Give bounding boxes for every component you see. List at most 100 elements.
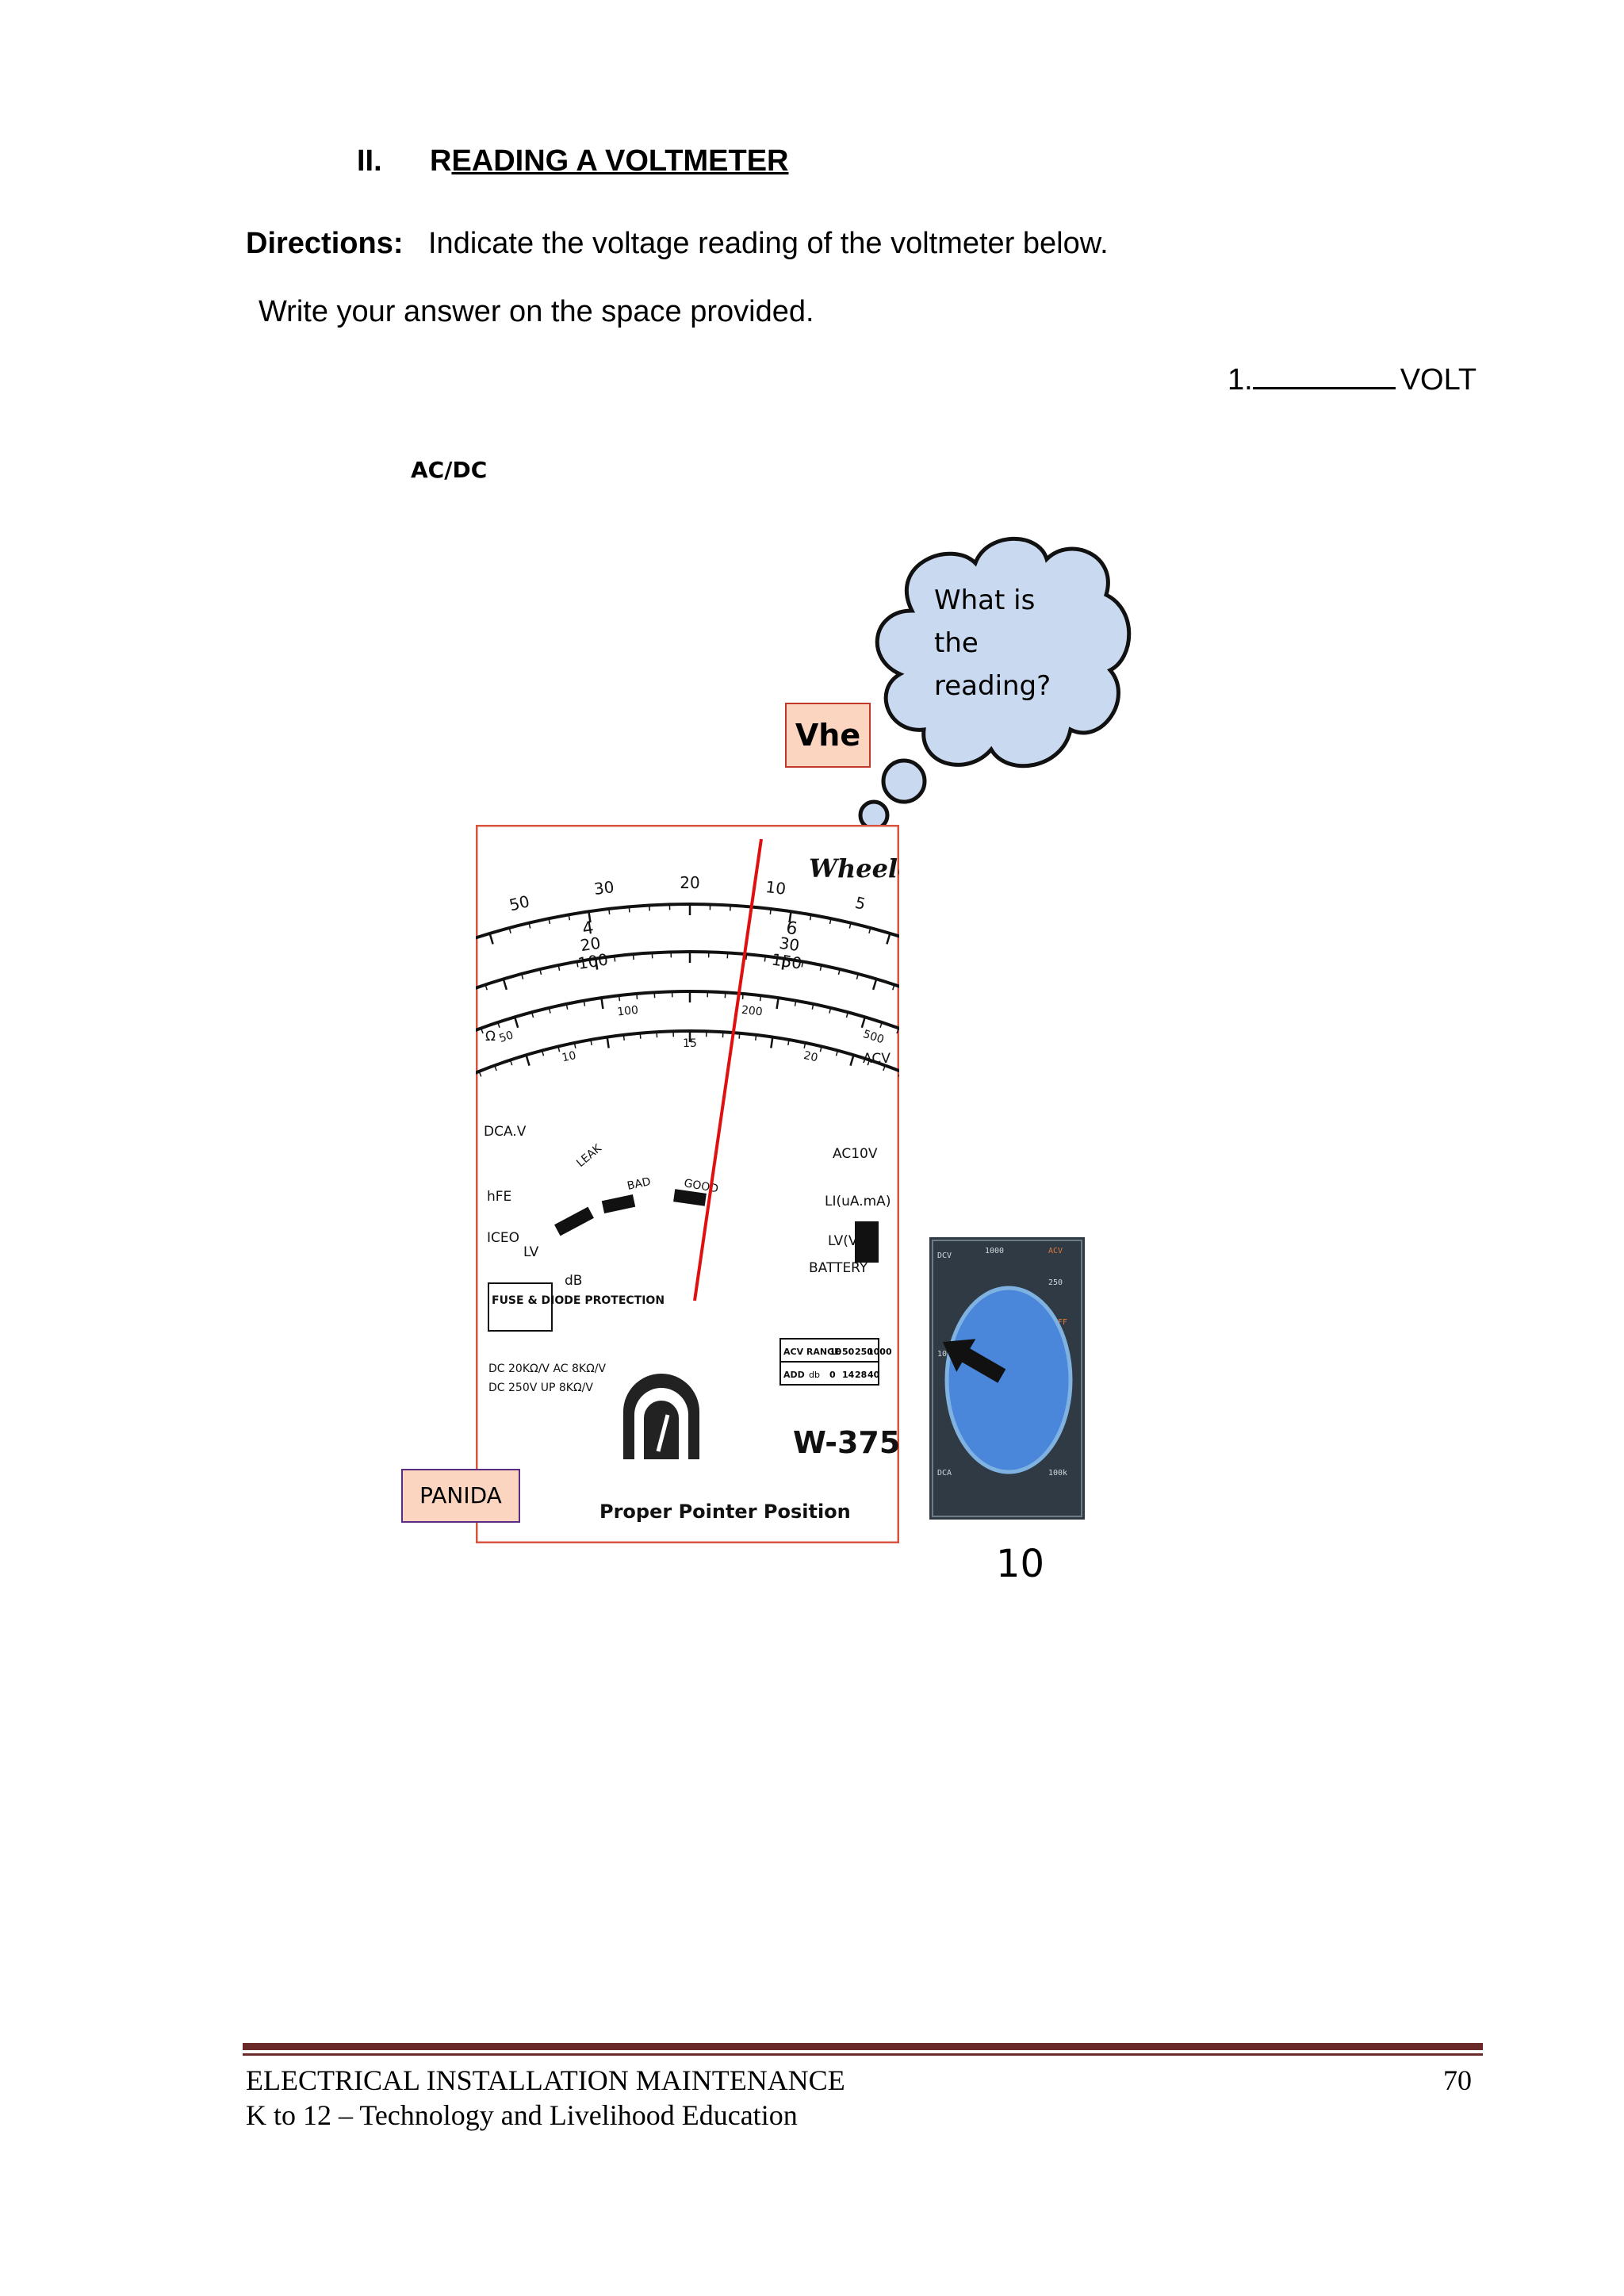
ohm-scale-label: 20 <box>680 873 699 892</box>
add-value: 40 <box>868 1370 880 1380</box>
scale-tick <box>525 1054 530 1067</box>
answer-unit: VOLT <box>1400 363 1477 397</box>
directions-line-2: Write your answer on the space provided. <box>259 295 814 328</box>
scale-tick <box>636 993 638 999</box>
meter-brand: Wheeler <box>809 853 899 884</box>
scale-tick <box>898 1073 899 1077</box>
ac10v-scale-label: 500 <box>861 1028 885 1046</box>
scale-tick <box>741 993 744 999</box>
scale-tick <box>528 922 531 929</box>
scale-tick <box>819 1046 822 1052</box>
scale-tick <box>764 956 766 962</box>
svg-text:1000: 1000 <box>985 1247 1004 1255</box>
page-number: 70 <box>1443 2064 1472 2096</box>
ohm-scale-label: 5 <box>853 893 868 914</box>
db-scale-label: 10 <box>561 1049 577 1064</box>
ac10v-scale-label: 50 <box>498 1029 515 1045</box>
scale-tick <box>856 973 859 979</box>
scale-tick <box>745 954 748 960</box>
scale-tick <box>837 968 841 976</box>
meter-left-label: Ω <box>485 1029 496 1045</box>
scale-tick <box>829 1007 832 1014</box>
section-number: II. <box>357 144 382 178</box>
acv-range-header: ACV RANGE <box>783 1347 841 1357</box>
footer-rule-thin <box>243 2053 1483 2056</box>
scale-tick <box>618 995 621 1002</box>
scale-tick <box>819 964 822 971</box>
scale-tick <box>600 997 604 1010</box>
ac10v-scale-label: 100 <box>617 1004 639 1019</box>
scale-tick <box>639 1033 642 1039</box>
answer-blank[interactable] <box>1252 362 1396 389</box>
spec-line-1: DC 20KΩ/V AC 8KΩ/V <box>488 1363 607 1375</box>
scale-tick <box>871 979 878 991</box>
scale-tick <box>829 918 832 925</box>
scale-tick <box>811 1003 814 1010</box>
acv-range-value: 250 <box>855 1347 873 1357</box>
scale-tick <box>738 1033 741 1039</box>
ohm-scale-label: 30 <box>593 877 615 899</box>
scale-tick <box>557 1046 561 1052</box>
scale-tick <box>494 1065 497 1071</box>
add-header: ADD <box>783 1370 805 1380</box>
scale-tick <box>588 911 592 923</box>
scale-tick <box>896 1028 899 1034</box>
scale-tick <box>809 914 812 921</box>
scale-tick <box>590 1039 592 1045</box>
logo-box <box>855 1221 879 1263</box>
selector-knob-dial <box>944 1286 1073 1474</box>
scale-tick <box>548 918 551 925</box>
scale-tick <box>573 1042 576 1048</box>
dcv-scale-c-label: 100 <box>576 949 609 972</box>
meter-right-label: LV(V) <box>828 1233 863 1249</box>
scale-tick <box>845 1012 849 1018</box>
scale-tick <box>541 1050 545 1056</box>
scale-tick <box>770 1037 774 1048</box>
scale-tick <box>488 933 494 945</box>
fuse-text: FUSE & DIODE PROTECTION <box>492 1294 665 1307</box>
scale-tick <box>759 995 762 1002</box>
selector-value: 10 <box>996 1542 1045 1586</box>
scale-tick <box>769 908 772 914</box>
scale-tick <box>781 958 786 970</box>
scale-tick <box>508 927 511 933</box>
mode-label: AC/DC <box>411 457 488 483</box>
pointer-caption: Proper Pointer Position <box>599 1501 851 1523</box>
scale-tick <box>557 964 561 971</box>
battery-bar-left <box>554 1206 594 1236</box>
scale-tick <box>835 1050 839 1056</box>
thought-cloud-text: What is the reading? <box>934 579 1069 707</box>
acv-range-value: 1000 <box>868 1347 892 1357</box>
section-title-first-letter: R <box>430 144 452 178</box>
footer-course-title: ELECTRICAL INSTALLATION MAINTENANCE <box>246 2064 845 2096</box>
thought-line-1: What is <box>934 585 1036 616</box>
scale-tick <box>886 933 891 945</box>
battery-bad-zone <box>601 1194 636 1213</box>
dcv-scale-b-label: 30 <box>778 933 801 956</box>
answer-line: 1.VOLT <box>1228 362 1477 397</box>
acv-range-value: 50 <box>842 1347 855 1357</box>
dcv-scale-a-label: 6 <box>785 918 799 940</box>
scale-tick <box>539 968 542 976</box>
footer-subtitle: K to 12 – Technology and Livelihood Educ… <box>246 2099 798 2131</box>
svg-text:250: 250 <box>1048 1278 1063 1287</box>
meter-right-label: AC10V <box>833 1146 878 1162</box>
thought-line-3: reading? <box>934 670 1051 702</box>
scale-tick <box>502 979 508 991</box>
scale-tick <box>565 1003 569 1010</box>
footer-rule-thick <box>243 2043 1483 2050</box>
thought-line-2: the <box>934 627 979 659</box>
fuse-label-box <box>488 1282 553 1332</box>
dcv-scale-b-label: 20 <box>579 933 602 956</box>
svg-text:ACV: ACV <box>1048 1247 1063 1255</box>
scale-tick <box>860 1016 867 1029</box>
scale-tick <box>867 1060 871 1066</box>
svg-text:OFF: OFF <box>1053 1318 1067 1327</box>
meter-left-label: hFE <box>487 1189 511 1205</box>
scale-tick <box>594 958 599 970</box>
meter-left-label: dB <box>565 1273 582 1289</box>
scale-tick <box>776 997 779 1010</box>
db-scale-label: 20 <box>802 1049 819 1064</box>
scale-tick <box>622 1034 625 1041</box>
